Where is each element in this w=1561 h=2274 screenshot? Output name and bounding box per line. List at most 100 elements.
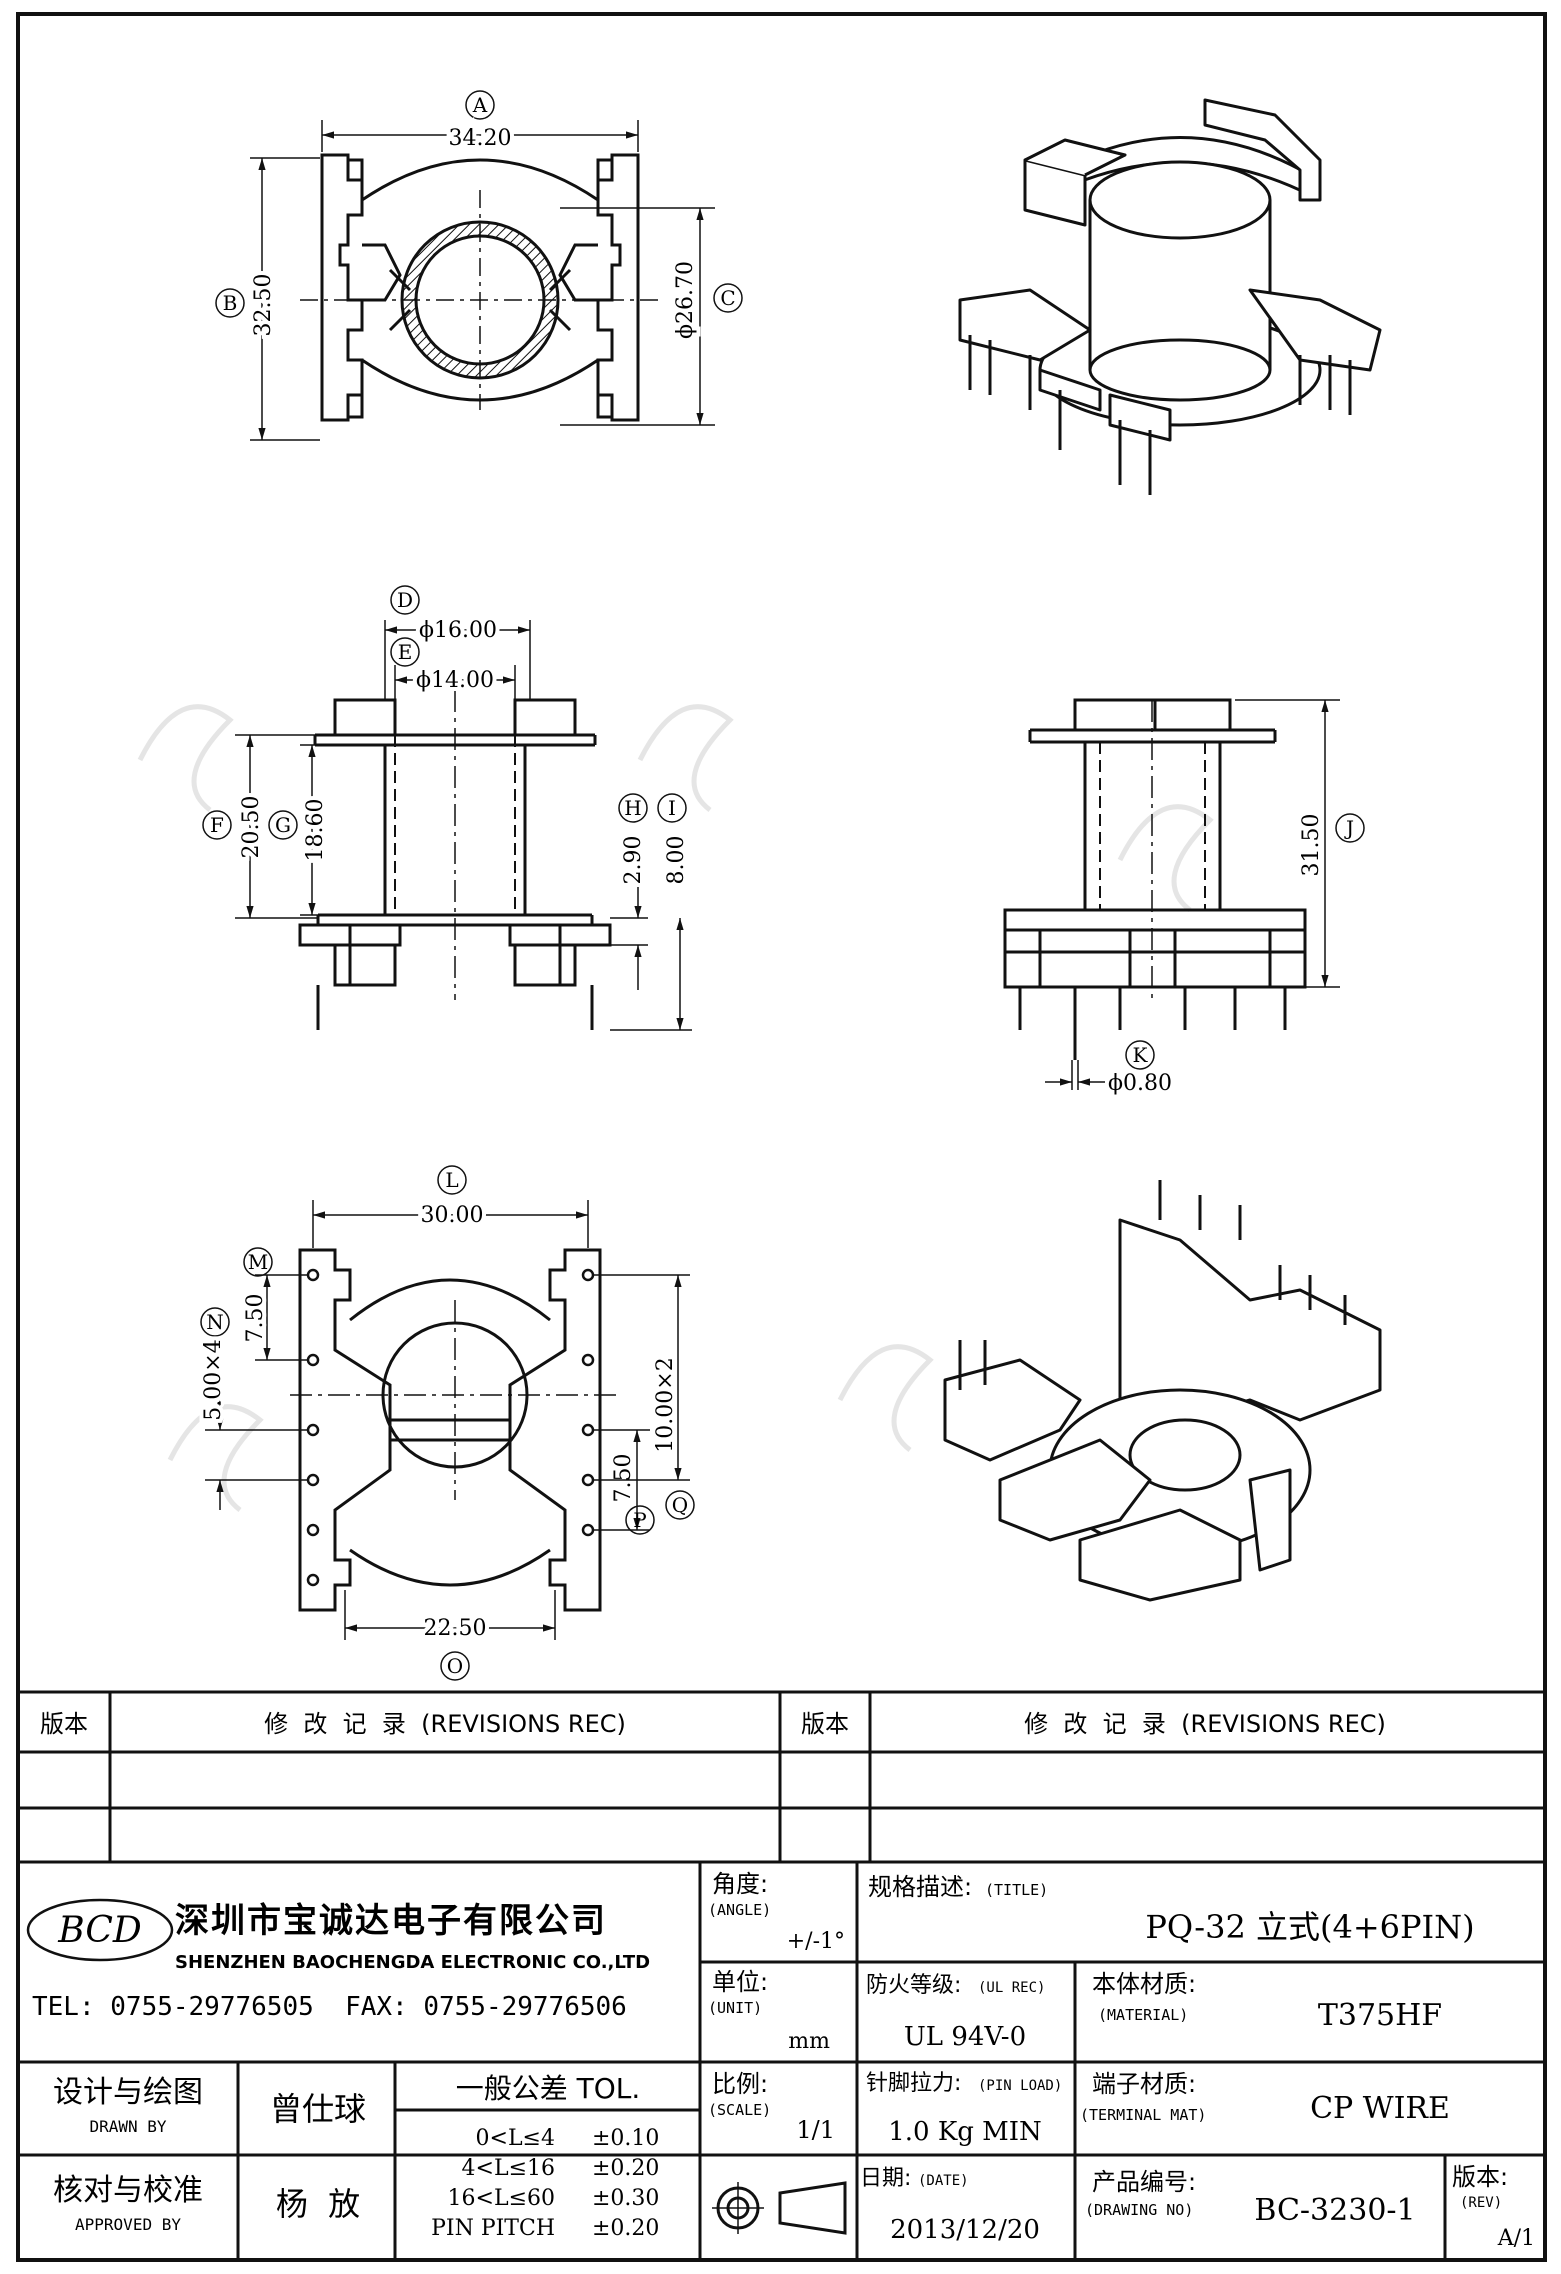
dim-J-value: 31.50 <box>1299 814 1324 877</box>
approved-label: 核对与校准 <box>53 2173 203 2208</box>
dim-F <box>202 734 330 919</box>
dim-D <box>384 585 531 700</box>
side-view <box>1003 698 1307 1060</box>
dim-D-value: ϕ16.00 <box>419 618 497 643</box>
drawing-label: 产品编号: <box>1092 2168 1196 2196</box>
date-value: 2013/12/20 <box>890 2215 1040 2245</box>
date-label: 日期: <box>860 2166 911 2191</box>
ul-label-en: (UL REC) <box>978 1980 1045 1996</box>
company-name-en: SHENZHEN BAOCHENGDA ELECTRONIC CO.,LTD <box>175 1952 650 1973</box>
dim-B-value: 32.50 <box>251 274 276 337</box>
angle-value: +/-1° <box>787 1929 845 1954</box>
iso-view-upper <box>958 98 1382 495</box>
dim-Q <box>593 1274 695 1520</box>
material-label-en: (MATERIAL) <box>1098 2006 1188 2024</box>
drawn-label-en: DRAWN BY <box>89 2117 166 2136</box>
tol-range-0: 0<L≤4 <box>476 2126 555 2151</box>
unit-label: 单位: <box>712 1968 768 1996</box>
dim-N-label: N <box>206 1310 224 1334</box>
pinload-value: 1.0 Kg MIN <box>888 2117 1042 2147</box>
dim-D-label: D <box>397 588 413 612</box>
dim-I-value: 8.00 <box>664 836 689 885</box>
dim-Q-value: 10.00×2 <box>653 1357 678 1452</box>
rev-label-en: (REV) <box>1460 2195 1502 2211</box>
iso-view-lower <box>943 1180 1382 1602</box>
tol-value-2: ±0.30 <box>592 2186 659 2211</box>
dim-G <box>268 744 330 916</box>
dim-J <box>1235 699 1365 988</box>
rev-label: 版本: <box>1452 2163 1508 2191</box>
tol-range-1: 4<L≤16 <box>462 2156 555 2181</box>
dim-N <box>200 1307 308 1510</box>
company-logo-text: BCD <box>57 1910 142 1951</box>
dim-A-value: 34.20 <box>449 126 512 151</box>
tolerance-header: 一般公差 TOL. <box>456 2072 641 2105</box>
dim-E-value: ϕ14.00 <box>416 668 494 693</box>
dim-C-value: ϕ26.70 <box>673 261 698 339</box>
unit-value: mm <box>788 2029 830 2054</box>
dim-O <box>344 1590 556 1681</box>
terminal-label-en: (TERMINAL MAT) <box>1080 2106 1206 2124</box>
dim-P-value: 7.50 <box>611 1454 636 1503</box>
dim-H <box>610 793 648 990</box>
pinload-label-en: (PIN LOAD) <box>978 2078 1062 2094</box>
rev-value: A/1 <box>1497 2226 1535 2251</box>
terminal-label: 端子材质: <box>1092 2070 1196 2098</box>
dim-L <box>312 1165 589 1248</box>
dim-N-value: 5.00×4 <box>201 1339 226 1420</box>
bottom-view-pins <box>306 1268 595 1587</box>
tol-range-3: PIN PITCH <box>431 2216 555 2241</box>
bottom-view <box>298 1248 602 1612</box>
title-label: 规格描述: <box>868 1873 972 1901</box>
dim-E <box>390 637 516 700</box>
tol-range-2: 16<L≤60 <box>448 2186 555 2211</box>
dim-K-label: K <box>1133 1043 1149 1067</box>
dim-O-value: 22.50 <box>424 1616 487 1641</box>
drawing-value: BC-3230-1 <box>1254 2193 1415 2228</box>
pinload-label: 针脚拉力: <box>866 2071 961 2096</box>
material-label: 本体材质: <box>1092 1970 1196 1998</box>
dim-I-label: I <box>668 796 676 820</box>
dim-B <box>215 157 320 441</box>
projection-symbol-icon <box>712 2181 847 2235</box>
dim-C <box>560 207 743 426</box>
dim-G-value: 18.60 <box>303 799 328 862</box>
watermark <box>137 704 1214 1512</box>
top-view-centerlines <box>300 190 660 410</box>
dim-A <box>321 90 639 152</box>
approved-label-en: APPROVED BY <box>75 2215 181 2234</box>
scale-label-en: (SCALE) <box>708 2101 771 2119</box>
dim-M-label: M <box>248 1250 268 1274</box>
front-view <box>298 698 612 1030</box>
rev-left-record-header: 修 改 记 录 (REVISIONS REC) <box>264 1710 626 1738</box>
dim-Q-label: Q <box>672 1493 688 1517</box>
drawing-label-en: (DRAWING NO) <box>1085 2201 1193 2219</box>
angle-label: 角度: <box>712 1870 768 1898</box>
dim-L-value: 30.00 <box>421 1203 484 1228</box>
sheet-border <box>16 12 1547 2262</box>
dim-P-label: P <box>633 1508 646 1532</box>
tol-value-0: ±0.10 <box>592 2126 659 2151</box>
title-value: PQ-32 立式(4+6PIN) <box>1145 1908 1474 1946</box>
dim-I <box>610 793 692 1031</box>
dim-P <box>593 1429 655 1535</box>
unit-label-en: (UNIT) <box>708 1999 762 2017</box>
ul-value: UL 94V-0 <box>904 2022 1026 2052</box>
dim-M-value: 7.50 <box>243 1294 268 1343</box>
material-value: T375HF <box>1318 1998 1442 2033</box>
rev-left-version-header: 版本 <box>40 1710 88 1738</box>
dim-H-label: H <box>624 796 641 820</box>
side-view-hidden <box>1099 742 1206 910</box>
scale-label: 比例: <box>712 2070 768 2098</box>
drawn-value: 曾仕球 <box>270 2090 366 2128</box>
dim-H-value: 2.90 <box>621 836 646 885</box>
company-tel-fax: TEL: 0755-29776505 FAX: 0755-29776506 <box>32 1992 627 2022</box>
rev-right-version-header: 版本 <box>801 1710 849 1738</box>
company-logo: BCD <box>26 1898 174 1962</box>
rev-right-record-header: 修 改 记 录 (REVISIONS REC) <box>1024 1710 1386 1738</box>
angle-label-en: (ANGLE) <box>708 1901 771 1919</box>
front-view-hidden <box>394 735 516 915</box>
ul-label: 防火等级: <box>866 1973 961 1998</box>
dim-J-label: J <box>1344 816 1354 840</box>
